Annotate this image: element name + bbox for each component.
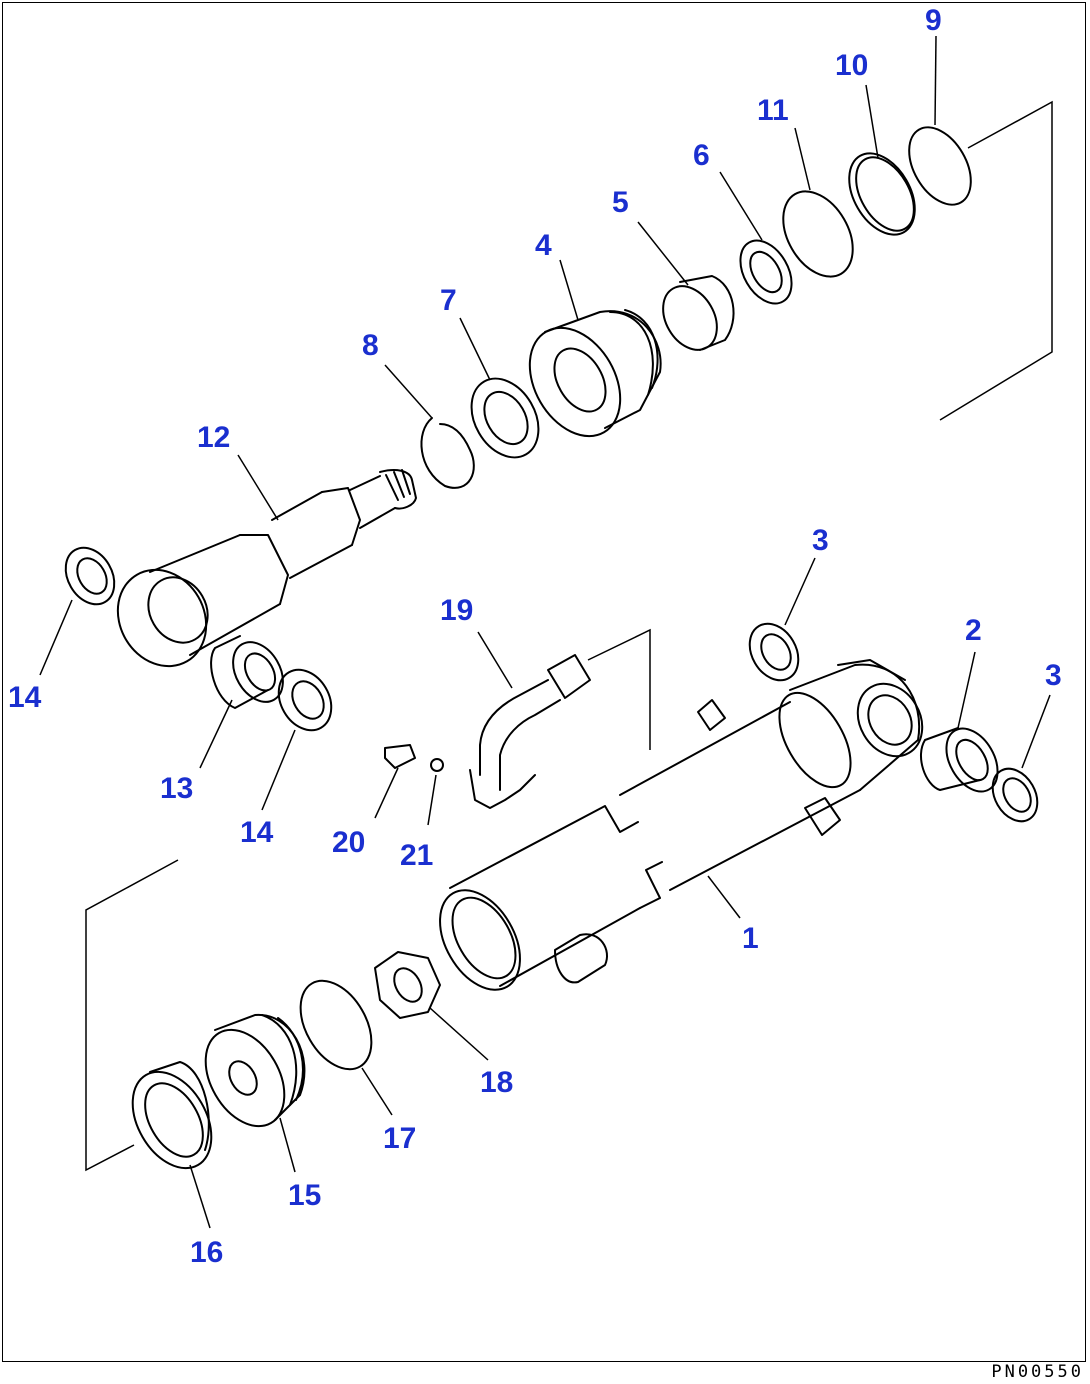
part-19-pipe [469,628,651,809]
part-6-ring [739,239,793,305]
callout-8: 8 [362,329,379,362]
callout-14-left: 14 [8,681,42,714]
callout-3-upper: 3 [812,524,829,557]
callout-5: 5 [612,186,629,219]
part-14-dust-seal-left [64,546,116,606]
leader-lines [39,35,1051,1229]
callout-11: 11 [757,94,789,127]
callout-21: 21 [400,839,433,872]
callout-13: 13 [160,772,193,805]
callout-19: 19 [440,594,473,627]
part-18-nut [374,951,441,1019]
callout-4: 4 [535,229,552,262]
part-20-fitting [384,744,416,769]
callout-6: 6 [693,139,710,172]
callout-1: 1 [742,922,759,955]
callout-7: 7 [440,284,457,317]
callout-15: 15 [288,1179,321,1212]
part-8-snap-ring [420,417,475,489]
callout-9: 9 [925,4,942,37]
part-16-cylinder-head [131,1061,213,1170]
part-12-piston-rod [116,469,417,668]
callout-10: 10 [835,49,868,82]
part-13-bushing [210,635,284,709]
callout-17: 17 [383,1122,416,1155]
part-3-dust-seal-lower [991,767,1039,823]
part-14-dust-seal-right [277,668,333,732]
callout-16: 16 [190,1236,223,1269]
upper-bracket-line [939,100,1053,421]
part-7-ring [470,377,540,459]
part-2-bushing [920,727,999,793]
part-17-o-ring [299,979,373,1071]
part-5-wear-ring [662,275,735,351]
callout-12: 12 [197,421,230,454]
part-1-cylinder-tube [439,659,924,991]
callout-labels: 1 2 3 3 4 5 6 7 8 9 10 11 12 13 14 14 15… [8,4,1062,1269]
callout-14-right: 14 [240,816,274,849]
callout-3-lower: 3 [1045,659,1062,692]
part-15-piston [204,1013,306,1128]
callout-2: 2 [965,614,982,647]
part-10-backup-ring [848,152,916,236]
callout-20: 20 [332,826,365,859]
part-11-o-ring [782,190,854,278]
part-4-piston [528,309,662,438]
drawing-code: PN00550 [991,1362,1084,1382]
part-3-dust-seal-upper [748,622,800,682]
part-9-o-ring [908,126,972,206]
callout-18: 18 [480,1066,513,1099]
diagram-frame [2,2,1086,1362]
lower-bracket-line [85,859,179,1172]
part-21-seal [430,758,444,772]
